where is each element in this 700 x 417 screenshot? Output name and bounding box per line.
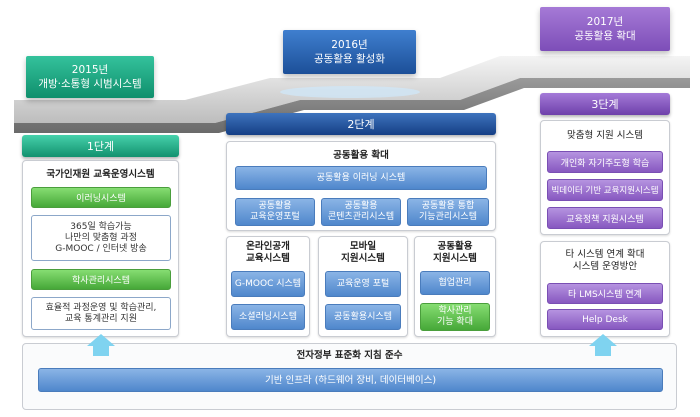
elearning-system: 이러닝시스템 [31, 187, 171, 208]
year-2017-title: 공동활용 확대 [574, 30, 636, 42]
year-2016-label: 2016년 [331, 39, 368, 51]
left-up-arrow [87, 334, 115, 356]
title-line: 모바일 [349, 241, 377, 252]
item-line: 공동활용 통합 [421, 201, 475, 211]
stage-2-panel: 공동활용 확대 공동활용 이러닝 시스템 공동활용 교육운영포털 공동활용 콘텐… [226, 141, 496, 231]
shared-support-panel: 공동활용 지원시스템 협업관리 학사관리 기능 확대 [414, 236, 496, 337]
elearning-features: 365일 학습가능 나만의 맞춤형 과정 G-MOOC / 인터넷 방송 [31, 215, 171, 261]
year-2017-badge: 2017년 공동활용 확대 [540, 7, 670, 51]
mobile-support-panel: 모바일 지원시스템 교육운영 포털 공동활용시스템 [318, 236, 408, 337]
feature-item: 365일 학습가능 [70, 221, 132, 232]
stage-1-title: 국가인재원 교육운영시스템 [46, 169, 155, 180]
shared-elearning-bar: 공동활용 이러닝 시스템 [235, 166, 487, 190]
stage-2-title: 공동활용 확대 [333, 150, 389, 161]
shared-edu-portal: 공동활용 교육운영포털 [235, 198, 315, 226]
year-2017-label: 2017년 [586, 16, 624, 28]
social-learning-system: 소셜러닝시스템 [231, 304, 305, 330]
item-line: 공동활용 [344, 201, 378, 211]
shared-function-management: 공동활용 통합 기능관리시스템 [407, 198, 489, 226]
item-line: 기능관리시스템 [419, 212, 477, 222]
academic-system: 학사관리시스템 [31, 269, 171, 290]
year-2016-badge: 2016년 공동활용 활성화 [283, 30, 416, 74]
collaboration-management: 협업관리 [420, 271, 490, 295]
mobile-panel-title: 모바일 지원시스템 [319, 241, 407, 265]
item-line: 교육운영포털 [250, 212, 300, 222]
personalized-learning: 개인화 자기주도형 학습 [547, 151, 663, 173]
standard-compliance-title: 전자정부 표준화 지침 준수 [296, 350, 403, 361]
title-line: 공동활용 [437, 241, 473, 252]
title-line: 지원시스템 [433, 253, 477, 264]
item-line: 콘텐츠관리시스템 [327, 212, 395, 222]
description-line: 교육 통계관리 지원 [65, 313, 137, 324]
shared-use-system: 공동활용시스템 [325, 304, 401, 330]
title-line: 시스템 운영방안 [572, 261, 638, 272]
stage-1-panel: 국가인재원 교육운영시스템 이러닝시스템 365일 학습가능 나만의 맞춤형 과… [22, 160, 179, 337]
stage-3-panel: 맞춤형 지원 시스템 개인화 자기주도형 학습 빅데이터 기반 교육지원시스템 … [540, 120, 670, 235]
item-line: 기능 확대 [437, 317, 473, 327]
link-panel-title: 타 시스템 연계 확대 시스템 운영방안 [541, 249, 669, 273]
online-panel-title: 온라인공개 교육시스템 [227, 241, 309, 265]
stage-3-header: 3단계 [540, 93, 670, 115]
edu-policy-support: 교육정책 지원시스템 [547, 207, 663, 229]
gmooc-system: G-MOOC 시스템 [231, 271, 305, 297]
stage-2-header: 2단계 [226, 113, 496, 135]
right-up-arrow [589, 334, 617, 356]
title-line: 교육시스템 [246, 253, 290, 264]
shared-panel-title: 공동활용 지원시스템 [415, 241, 495, 265]
online-open-edu-panel: 온라인공개 교육시스템 G-MOOC 시스템 소셜러닝시스템 [226, 236, 310, 337]
infra-bar: 기반 인프라 (하드웨어 장비, 데이터베이스) [38, 368, 663, 392]
item-line: 학사관리 [438, 306, 472, 316]
stage-3-title: 맞춤형 지원 시스템 [567, 130, 643, 141]
year-2016-title: 공동활용 활성화 [314, 53, 385, 65]
stage-1-header: 1단계 [22, 135, 179, 157]
help-desk: Help Desk [547, 309, 663, 330]
year-2015-label: 2015년 [71, 64, 109, 76]
title-line: 타 시스템 연계 확대 [565, 249, 645, 260]
title-line: 온라인공개 [246, 241, 290, 252]
feature-item: G-MOOC / 인터넷 방송 [55, 243, 147, 254]
shared-content-management: 공동활용 콘텐츠관리시스템 [321, 198, 401, 226]
title-line: 지원시스템 [341, 253, 385, 264]
academic-description: 효율적 과정운영 및 학습관리, 교육 통계관리 지원 [31, 297, 171, 330]
year-2015-badge: 2015년 개방·소통형 시범시스템 [26, 56, 154, 98]
year-2015-title: 개방·소통형 시범시스템 [38, 78, 142, 90]
system-link-panel: 타 시스템 연계 확대 시스템 운영방안 타 LMS시스템 연계 Help De… [540, 241, 670, 337]
academic-function-expansion: 학사관리 기능 확대 [420, 303, 490, 331]
feature-item: 나만의 맞춤형 과정 [65, 232, 137, 243]
lms-link: 타 LMS시스템 연계 [547, 283, 663, 304]
item-line: 공동활용 [258, 201, 292, 211]
edu-portal: 교육운영 포털 [325, 271, 401, 297]
bigdata-edu-support: 빅데이터 기반 교육지원시스템 [547, 179, 663, 201]
description-line: 효율적 과정운영 및 학습관리, [45, 302, 157, 313]
